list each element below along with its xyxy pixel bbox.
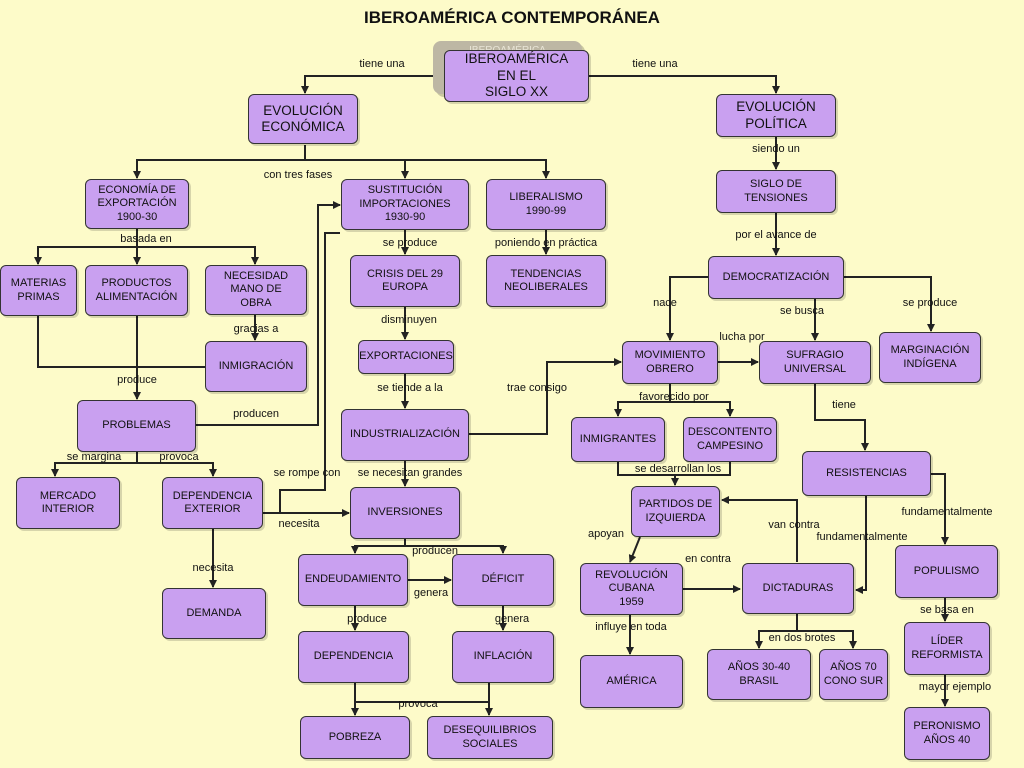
label-apoyan: apoyan xyxy=(587,528,625,540)
page-title: IBEROAMÉRICA CONTEMPORÁNEA xyxy=(364,8,660,27)
label-nace: nace xyxy=(653,297,677,309)
node-inflacion[interactable]: INFLACIÓN xyxy=(452,631,554,683)
node-evolucion-economica[interactable]: EVOLUCIÓN ECONÓMICA xyxy=(248,94,358,144)
node-dependencia-exterior[interactable]: DEPENDENCIA EXTERIOR xyxy=(162,477,263,529)
node-lider-reformista[interactable]: LÍDER REFORMISTA xyxy=(904,622,990,675)
label-gracias-a: gracias a xyxy=(233,323,279,335)
node-anos-30-40-brasil[interactable]: AÑOS 30-40 BRASIL xyxy=(707,649,811,700)
label-se-rompe-con: se rompe con xyxy=(273,467,341,479)
node-movimiento-obrero[interactable]: MOVIMIENTO OBRERO xyxy=(622,341,718,384)
label-se-desarrollan-los: se desarrollan los xyxy=(634,463,722,475)
node-dependencia[interactable]: DEPENDENCIA xyxy=(298,631,409,683)
node-revolucion-cubana[interactable]: REVOLUCIÓN CUBANA 1959 xyxy=(580,563,683,615)
label-se-produce-2: se produce xyxy=(902,297,958,309)
node-desequilibrios-sociales[interactable]: DESEQUILIBRIOS SOCIALES xyxy=(427,716,553,759)
node-mercado-interior[interactable]: MERCADO INTERIOR xyxy=(16,477,120,529)
label-influye-en-toda: influye en toda xyxy=(595,621,667,633)
node-sustitucion-importaciones[interactable]: SUSTITUCIÓN IMPORTACIONES 1930-90 xyxy=(341,179,469,230)
label-disminuyen: disminuyen xyxy=(381,314,437,326)
label-provoca-2: provoca xyxy=(398,698,438,710)
node-partidos-izquierda[interactable]: PARTIDOS DE IZQUIERDA xyxy=(631,486,720,537)
label-se-busca: se busca xyxy=(779,305,825,317)
node-descontento-campesino[interactable]: DESCONTENTO CAMPESINO xyxy=(683,417,777,462)
label-tiene-una-left: tiene una xyxy=(359,58,405,70)
node-root[interactable]: IBEROAMÉRICA EN EL SIGLO XX xyxy=(444,50,589,102)
label-en-dos-brotes: en dos brotes xyxy=(768,632,836,644)
node-marginacion-indigena[interactable]: MARGINACIÓN INDÍGENA xyxy=(879,332,981,383)
node-pobreza[interactable]: POBREZA xyxy=(300,716,410,759)
label-produce-2: produce xyxy=(347,613,387,625)
node-materias-primas[interactable]: MATERIAS PRIMAS xyxy=(0,265,77,316)
node-economia-exportacion[interactable]: ECONOMÍA DE EXPORTACIÓN 1900-30 xyxy=(85,179,189,229)
node-democratizacion[interactable]: DEMOCRATIZACIÓN xyxy=(708,256,844,299)
label-trae-consigo: trae consigo xyxy=(507,382,567,394)
label-van-contra: van contra xyxy=(768,519,820,531)
label-lucha-por: lucha por xyxy=(719,331,765,343)
label-se-tiende-a-la: se tiende a la xyxy=(377,382,443,394)
node-crisis-29[interactable]: CRISIS DEL 29 EUROPA xyxy=(350,255,460,307)
label-genera-2: genera xyxy=(494,613,530,625)
label-genera-1: genera xyxy=(413,587,449,599)
node-inmigrantes[interactable]: INMIGRANTES xyxy=(571,417,665,462)
label-con-tres-fases: con tres fases xyxy=(263,169,333,181)
label-provoca-1: provoca xyxy=(159,451,199,463)
label-producen-1: producen xyxy=(233,408,279,420)
label-produce-1: produce xyxy=(117,374,157,386)
node-inmigracion[interactable]: INMIGRACIÓN xyxy=(205,341,307,392)
node-deficit[interactable]: DÉFICIT xyxy=(452,554,554,606)
label-tiene-una-right: tiene una xyxy=(632,58,678,70)
node-liberalismo[interactable]: LIBERALISMO 1990-99 xyxy=(486,179,606,230)
label-mayor-ejemplo: mayor ejemplo xyxy=(918,681,992,693)
label-producen-2: producen xyxy=(412,545,458,557)
label-poniendo-en-practica: poniendo en práctica xyxy=(494,237,598,249)
label-en-contra: en contra xyxy=(685,553,731,565)
node-endeudamiento[interactable]: ENDEUDAMIENTO xyxy=(298,554,408,606)
node-exportaciones[interactable]: EXPORTACIONES xyxy=(358,340,454,374)
label-siendo-un: siendo un xyxy=(752,143,800,155)
label-por-el-avance-de: por el avance de xyxy=(735,229,817,241)
node-necesidad-mano-obra[interactable]: NECESIDAD MANO DE OBRA xyxy=(205,265,307,315)
label-se-produce-1: se produce xyxy=(382,237,438,249)
node-peronismo[interactable]: PERONISMO AÑOS 40 xyxy=(904,707,990,760)
node-problemas[interactable]: PROBLEMAS xyxy=(77,400,196,452)
label-necesita-1: necesita xyxy=(278,518,320,530)
node-sufragio-universal[interactable]: SUFRAGIO UNIVERSAL xyxy=(759,341,871,384)
label-tiene: tiene xyxy=(832,399,856,411)
label-se-necesitan-grandes: se necesitan grandes xyxy=(357,467,463,479)
node-siglo-tensiones[interactable]: SIGLO DE TENSIONES xyxy=(716,170,836,213)
node-america[interactable]: AMÉRICA xyxy=(580,655,683,708)
label-se-margina: se margina xyxy=(66,451,122,463)
node-productos-alimentacion[interactable]: PRODUCTOS ALIMENTACIÓN xyxy=(85,265,188,316)
label-se-basa-en: se basa en xyxy=(920,604,974,616)
node-evolucion-politica[interactable]: EVOLUCIÓN POLÍTICA xyxy=(716,94,836,137)
label-favorecido-por: favorecido por xyxy=(639,391,709,403)
node-demanda[interactable]: DEMANDA xyxy=(162,588,266,639)
label-fundamentalmente-1: fundamentalmente xyxy=(901,506,993,518)
node-dictaduras[interactable]: DICTADURAS xyxy=(742,563,854,614)
node-anos-70-cono-sur[interactable]: AÑOS 70 CONO SUR xyxy=(819,649,888,700)
node-resistencias[interactable]: RESISTENCIAS xyxy=(802,451,931,496)
label-fundamentalmente-2: fundamentalmente xyxy=(816,531,908,543)
label-basada-en: basada en xyxy=(120,233,172,245)
label-necesita-2: necesita xyxy=(192,562,234,574)
node-inversiones[interactable]: INVERSIONES xyxy=(350,487,460,539)
node-populismo[interactable]: POPULISMO xyxy=(895,545,998,598)
node-industrializacion[interactable]: INDUSTRIALIZACIÓN xyxy=(341,409,469,461)
node-tendencias-neoliberales[interactable]: TENDENCIAS NEOLIBERALES xyxy=(486,255,606,307)
